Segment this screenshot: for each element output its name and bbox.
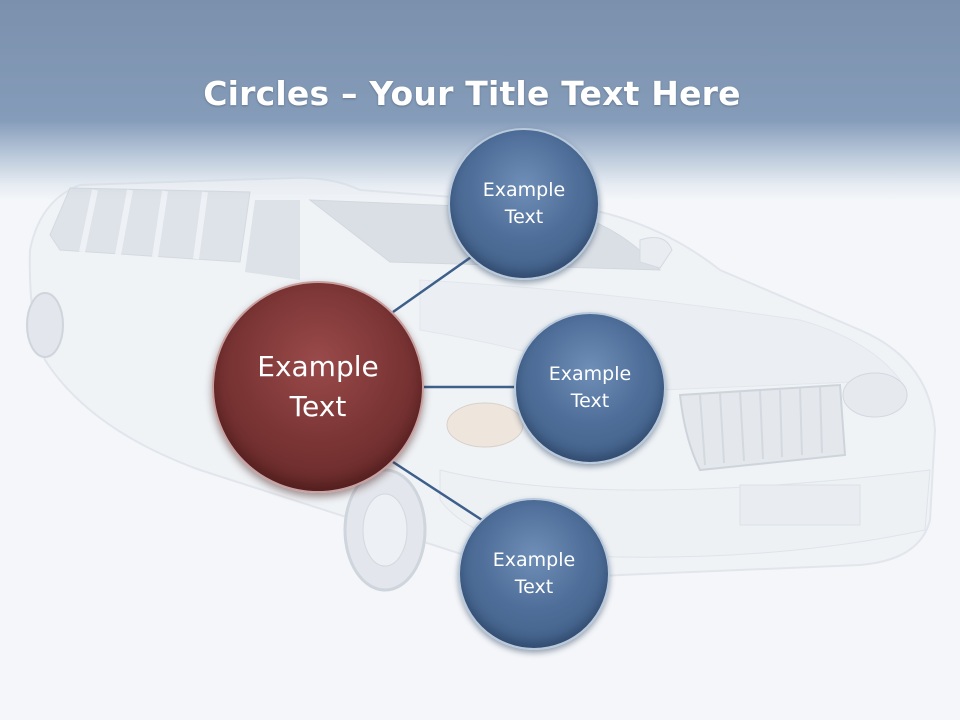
center-circle-label: Example Text xyxy=(257,350,379,423)
node-circle-label: Example Text xyxy=(548,363,632,412)
node-circle-bottom[interactable]: Example Text xyxy=(458,498,610,650)
node-circle-label: Example Text xyxy=(482,179,566,228)
node-circle-label: Example Text xyxy=(492,549,576,598)
node-circle-middle[interactable]: Example Text xyxy=(514,312,666,464)
connector-line-bottom xyxy=(392,460,483,522)
connector-line-top xyxy=(392,253,475,314)
title-bold: Circles xyxy=(203,74,330,114)
node-circle-top[interactable]: Example Text xyxy=(448,128,600,280)
page-title: Circles – Your Title Text Here xyxy=(0,74,944,113)
title-rest: – Your Title Text Here xyxy=(329,74,741,114)
center-circle[interactable]: Example Text xyxy=(212,281,424,493)
